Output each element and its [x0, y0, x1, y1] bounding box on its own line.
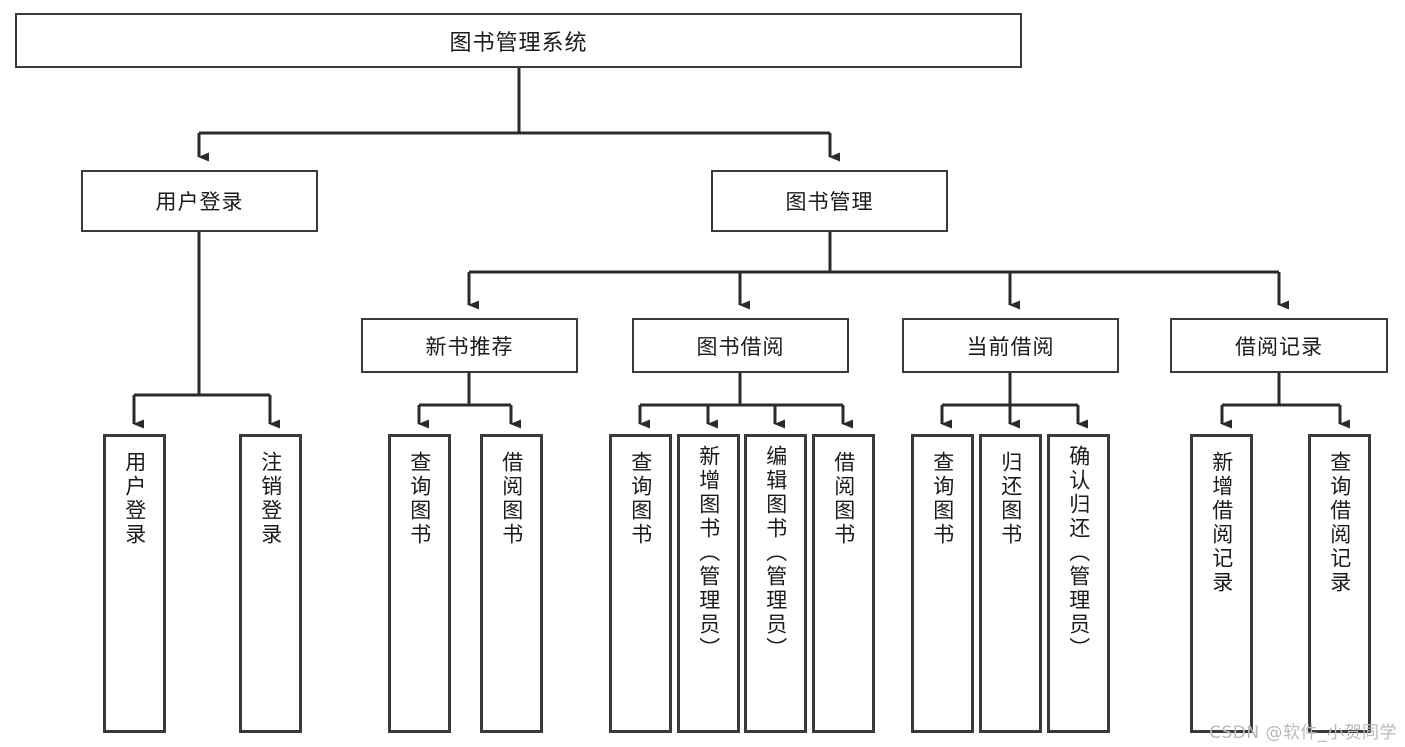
node-label: 当前借阅	[966, 334, 1055, 359]
node-label: 查询图书	[628, 451, 653, 547]
node-label: 新增借阅记录	[1209, 451, 1234, 595]
node-book-management[interactable]: 图书管理	[711, 170, 948, 232]
leaf-current-return-book[interactable]: 归还图书	[979, 434, 1042, 733]
node-label: 归还图书	[998, 451, 1023, 547]
node-label: 借阅图书	[831, 451, 856, 547]
node-label: 新书推荐	[425, 334, 514, 359]
leaf-borrow-add-book-admin[interactable]: 新增图书（管理员）	[677, 434, 740, 733]
leaf-user-login-logout[interactable]: 注销登录	[239, 434, 302, 733]
leaf-current-confirm-return-admin[interactable]: 确认归还（管理员）	[1047, 434, 1110, 733]
leaf-user-login-login[interactable]: 用户登录	[103, 434, 166, 733]
leaf-current-query-book[interactable]: 查询图书	[911, 434, 974, 733]
leaf-recommend-query-book[interactable]: 查询图书	[388, 434, 451, 733]
node-label: 图书管理	[785, 190, 874, 214]
node-label: 用户登录	[155, 190, 244, 214]
node-label: 借阅记录	[1235, 334, 1323, 359]
watermark: CSDN @软件_小贺同学	[1209, 723, 1397, 743]
node-label: 新增图书（管理员）	[696, 445, 721, 661]
node-current-borrow[interactable]: 当前借阅	[902, 318, 1119, 373]
node-label: 注销登录	[258, 451, 283, 547]
node-root-system[interactable]: 图书管理系统	[15, 13, 1022, 68]
node-label: 图书借阅	[696, 334, 785, 359]
node-label: 用户登录	[122, 451, 147, 547]
node-label: 查询图书	[407, 451, 432, 547]
node-borrow-record[interactable]: 借阅记录	[1170, 318, 1388, 373]
node-label: 查询图书	[930, 451, 955, 547]
node-label: 确认归还（管理员）	[1066, 445, 1091, 661]
leaf-borrow-borrow-book[interactable]: 借阅图书	[812, 434, 875, 733]
node-label: 图书管理系统	[449, 30, 588, 56]
node-new-book-recommend[interactable]: 新书推荐	[361, 318, 578, 373]
node-book-borrow[interactable]: 图书借阅	[632, 318, 849, 373]
leaf-borrow-query-book[interactable]: 查询图书	[609, 434, 672, 733]
node-label: 编辑图书（管理员）	[763, 445, 788, 661]
node-label: 查询借阅记录	[1327, 451, 1352, 595]
leaf-record-query-record[interactable]: 查询借阅记录	[1308, 434, 1371, 733]
node-label: 借阅图书	[499, 451, 524, 547]
leaf-record-add-record[interactable]: 新增借阅记录	[1190, 434, 1253, 733]
leaf-recommend-borrow-book[interactable]: 借阅图书	[480, 434, 543, 733]
leaf-borrow-edit-book-admin[interactable]: 编辑图书（管理员）	[744, 434, 807, 733]
node-user-login[interactable]: 用户登录	[81, 170, 318, 232]
